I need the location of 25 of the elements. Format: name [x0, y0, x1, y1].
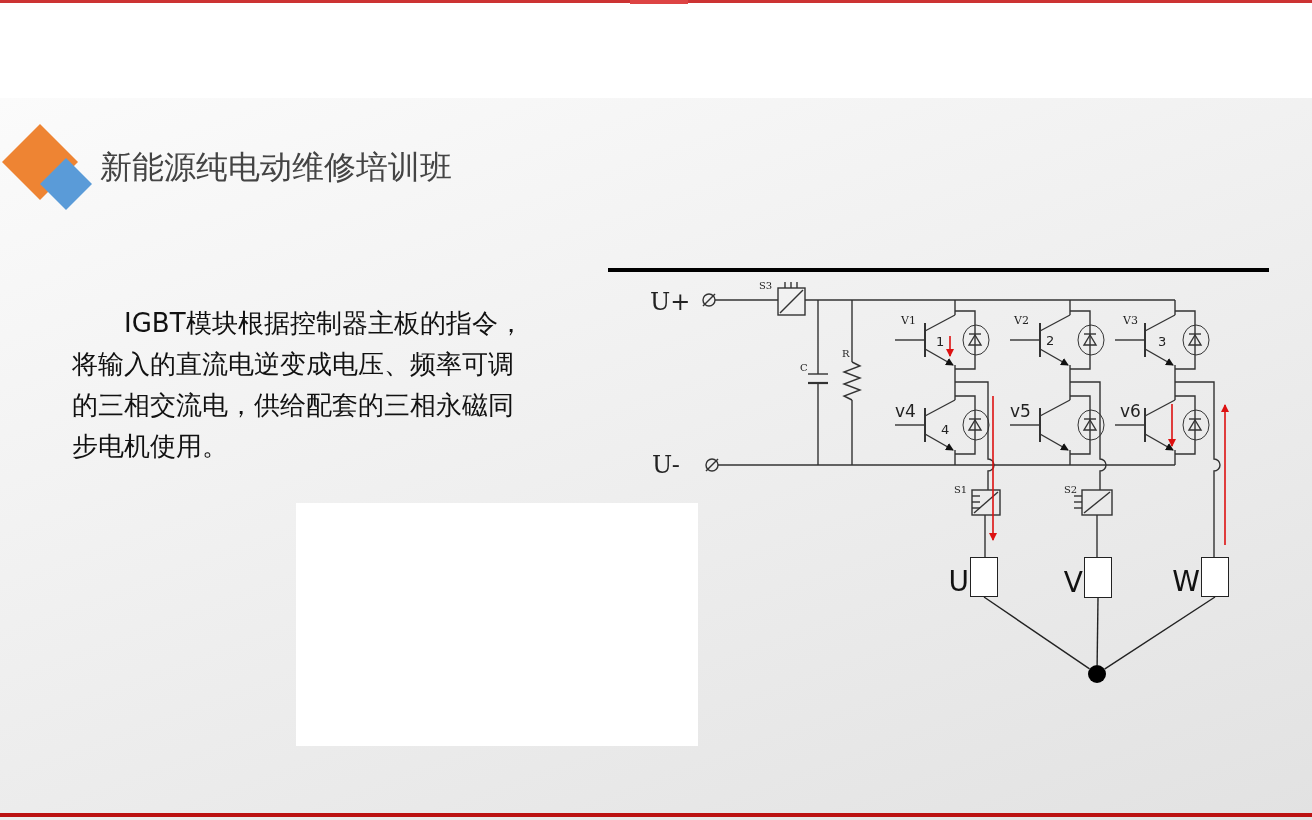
handwritten-number: 4 [941, 422, 950, 437]
winding-label: V [1063, 566, 1083, 599]
terminal-label: U- [652, 451, 680, 479]
slide-title: 新能源纯电动维修培训班 [100, 147, 452, 188]
component-label: C [800, 362, 808, 373]
component-label: S1 [954, 484, 968, 495]
component-label: S2 [1064, 484, 1078, 495]
description-paragraph: IGBT模块根据控制器主板的指令，将输入的直流电逆变成电压、频率可调的三相交流电，供给配套的三相永磁同步电机使用。 [72, 307, 525, 463]
handwritten-number: 2 [1046, 333, 1055, 348]
connector-line [983, 596, 1091, 670]
connector-line [1096, 597, 1099, 666]
component-label: V1 [901, 314, 916, 327]
component-label: V3 [1123, 314, 1138, 327]
handwritten-number: 3 [1158, 334, 1167, 349]
winding-label: U [948, 565, 969, 598]
component-label: v5 [1010, 401, 1031, 421]
handwritten-number: 1 [936, 334, 945, 349]
component-label: V2 [1014, 314, 1029, 327]
winding-label: W [1172, 565, 1200, 598]
terminal-label: U+ [650, 288, 691, 316]
component-label: S3 [759, 280, 773, 291]
component-label: R [842, 348, 850, 359]
component-label: v4 [895, 401, 916, 421]
connector-line [1103, 596, 1216, 670]
component-label: v6 [1120, 401, 1141, 421]
